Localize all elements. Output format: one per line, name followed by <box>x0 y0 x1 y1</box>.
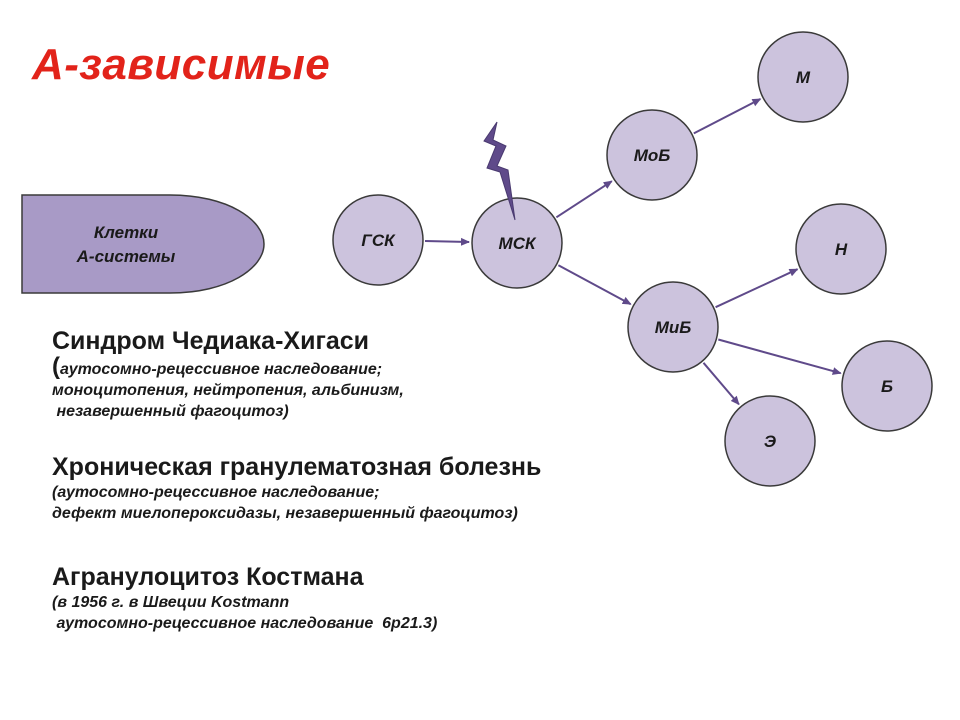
node-e: Э <box>724 395 816 487</box>
node-label-n: Н <box>835 240 848 259</box>
a-system-shape: Клетки А-системы <box>21 194 265 294</box>
node-m: М <box>757 31 849 123</box>
a-system-label-line1: Клетки <box>94 223 159 242</box>
disease-chediak-higashi: Синдром Чедиака-Хигаси (аутосомно-рецесс… <box>52 326 672 422</box>
disease-title: Синдром Чедиака-Хигаси <box>52 327 370 355</box>
arrow-mib-to-n <box>715 268 799 309</box>
node-circle-m <box>757 31 849 123</box>
desc-line: аутосомно-рецессивное наследование 6р21.… <box>52 615 438 632</box>
arrow-gsk-to-msk <box>424 237 470 246</box>
node-label-b: Б <box>881 377 893 396</box>
node-mob: МоБ <box>606 109 698 201</box>
open-paren: ( <box>52 353 60 380</box>
node-circle-b <box>841 340 933 432</box>
disease-kostmann: Агранулоцитоз Костмана (в 1956 г. в Швец… <box>52 562 672 634</box>
node-label-mob: МоБ <box>634 146 671 165</box>
disease-description: (аутосомно-рецессивное наследование; <box>52 353 672 380</box>
node-circle-e <box>724 395 816 487</box>
node-label-gsk: ГСК <box>361 231 396 250</box>
edges-layer <box>424 98 842 406</box>
node-mib: МиБ <box>627 281 719 373</box>
node-msk: МСК <box>471 197 563 289</box>
desc-line: (в 1956 г. в Швеции Kostmann <box>52 594 290 611</box>
node-label-mib: МиБ <box>655 318 692 337</box>
arrow-msk-to-mob <box>555 180 613 219</box>
desc-line: аутосомно-рецессивное наследование; <box>60 361 383 378</box>
node-circle-msk <box>471 197 563 289</box>
arrow-mib-to-e <box>702 362 740 406</box>
node-circle-n <box>795 203 887 295</box>
lightning-bolt-icon <box>483 121 516 221</box>
disease-chronic-granulomatous: Хроническая гранулематозная болезнь (аут… <box>52 452 672 524</box>
desc-line: незавершенный фагоцитоз) <box>52 403 289 420</box>
node-label-msk: МСК <box>499 234 537 253</box>
desc-line: моноцитопения, нейтропения, альбинизм, <box>52 382 404 399</box>
arrow-mob-to-m <box>693 98 762 135</box>
node-gsk: ГСК <box>332 194 424 286</box>
slide-title: А-зависимые <box>32 40 331 89</box>
desc-line: (аутосомно-рецессивное наследование; <box>52 484 380 501</box>
desc-line: дефект миелопероксидазы, незавершенный ф… <box>52 505 518 522</box>
node-circle-mib <box>627 281 719 373</box>
arrow-msk-to-mib <box>557 264 632 306</box>
node-circle-mob <box>606 109 698 201</box>
node-label-m: М <box>796 68 811 87</box>
disease-title: Хроническая гранулематозная болезнь <box>52 453 542 481</box>
disease-title: Агранулоцитоз Костмана <box>52 563 364 591</box>
arrow-mib-to-b <box>718 338 842 375</box>
nodes-layer: ГСК МСК МоБ М МиБ Н Б Э <box>332 31 933 487</box>
node-b: Б <box>841 340 933 432</box>
node-circle-gsk <box>332 194 424 286</box>
a-system-label-line2: А-системы <box>76 247 176 266</box>
node-label-e: Э <box>764 432 776 451</box>
node-n: Н <box>795 203 887 295</box>
